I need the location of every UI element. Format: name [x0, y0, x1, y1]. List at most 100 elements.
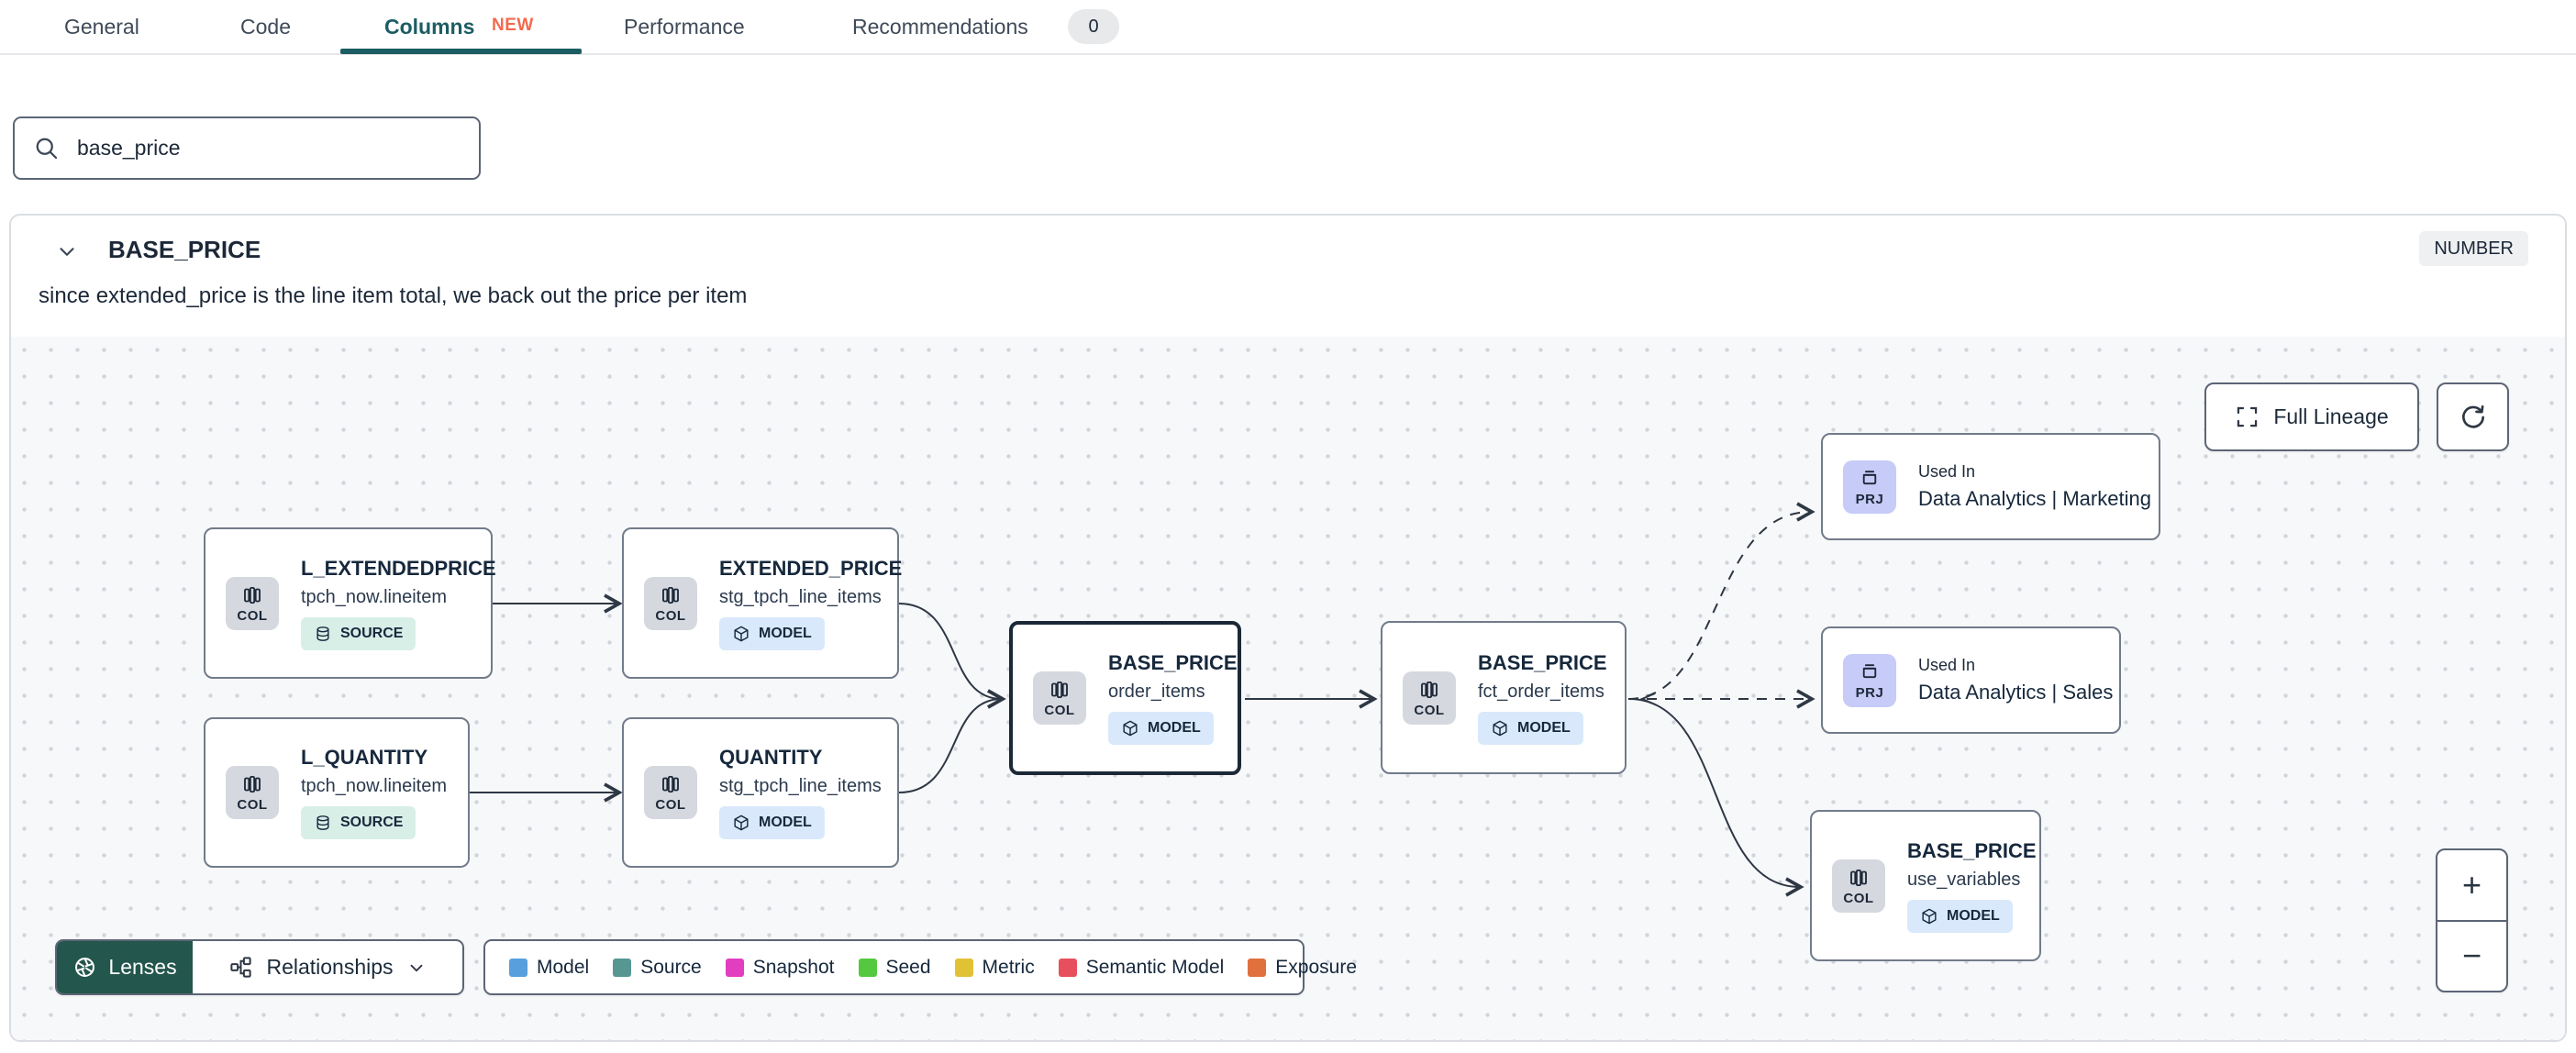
column-search[interactable] [13, 116, 481, 180]
column-chip: COL [644, 576, 697, 630]
search-input[interactable] [75, 135, 461, 161]
tab-bar: General Code Columns NEW Performance Rec… [0, 0, 2576, 55]
used-in-label: Used In [1918, 462, 1976, 481]
cube-icon [732, 814, 750, 832]
node-title: QUANTITY [719, 746, 823, 769]
resource-type-badge: MODEL [1907, 899, 2013, 933]
zoom-controls: + − [2436, 848, 2508, 992]
tab-columns[interactable]: Columns [384, 14, 475, 39]
columns-icon [659, 772, 683, 796]
lineage-node-exposure-marketing[interactable]: PRJ Used In Data Analytics | Marketing [1821, 433, 2160, 540]
legend-item-snapshot: Snapshot [725, 956, 835, 979]
full-lineage-label: Full Lineage [2273, 405, 2389, 428]
relationships-dropdown[interactable]: Relationships [193, 941, 462, 993]
legend-swatch [509, 958, 527, 977]
database-icon [314, 625, 332, 643]
cube-icon [1491, 719, 1509, 737]
resource-type-badge: MODEL [1478, 711, 1583, 745]
node-title: BASE_PRICE [1478, 650, 1607, 674]
zoom-out-button[interactable]: − [2461, 937, 2482, 975]
lineage-node-extended-price[interactable]: COL EXTENDED_PRICE stg_tpch_line_items M… [622, 527, 903, 679]
legend-item-semantic-model: Semantic Model [1058, 956, 1225, 979]
chip-label: COL [1044, 703, 1075, 718]
columns-icon [1417, 678, 1441, 702]
lineage-node-exposure-sales[interactable]: PRJ Used In Data Analytics | Sales [1821, 626, 2121, 734]
database-icon [314, 814, 332, 832]
chip-label: COL [1414, 702, 1445, 718]
relationships-label: Relationships [266, 955, 394, 979]
badge-label: SOURCE [340, 815, 404, 830]
refresh-button[interactable] [2437, 382, 2509, 451]
chip-label: PRJ [1855, 684, 1884, 701]
zoom-in-button[interactable]: + [2461, 865, 2482, 903]
lenses-button[interactable]: Lenses [57, 941, 193, 993]
columns-icon [240, 772, 264, 796]
chevron-down-icon [410, 964, 422, 971]
search-icon [36, 138, 58, 159]
resource-type-badge: SOURCE [301, 616, 416, 650]
columns-icon [240, 583, 264, 607]
full-lineage-button[interactable]: Full Lineage [2204, 382, 2419, 451]
badge-label: MODEL [1517, 719, 1571, 736]
archive-box-icon [1858, 467, 1882, 491]
lineage-node-base-price-fct-order-items[interactable]: COL BASE_PRICE fct_order_items MODEL [1381, 621, 1627, 774]
legend-label: Semantic Model [1085, 956, 1225, 978]
used-in-label: Used In [1918, 656, 1976, 674]
cube-icon [1920, 907, 1938, 926]
tab-recommendations[interactable]: Recommendations [852, 14, 1028, 39]
badge-label: MODEL [759, 625, 812, 641]
column-chip: COL [1403, 671, 1456, 725]
column-card: BASE_PRICE NUMBER since extended_price i… [9, 214, 2567, 1042]
badge-label: MODEL [1947, 907, 2000, 924]
resource-type-badge: SOURCE [301, 806, 416, 839]
legend-swatch [1248, 958, 1267, 977]
node-subtitle: order_items [1108, 682, 1205, 702]
node-title: EXTENDED_PRICE [719, 556, 903, 580]
chevron-down-icon[interactable] [55, 239, 79, 263]
legend-item-seed: Seed [858, 957, 931, 979]
legend-swatch [725, 958, 744, 977]
badge-label: MODEL [759, 815, 812, 830]
archive-box-icon [1858, 660, 1882, 684]
legend-item-exposure: Exposure [1248, 957, 1357, 979]
lenses-label: Lenses [108, 955, 177, 979]
node-subtitle: fct_order_items [1478, 681, 1604, 702]
chip-label: COL [1843, 890, 1874, 906]
columns-icon [1847, 866, 1871, 890]
lineage-node-base-price-use-variables[interactable]: COL BASE_PRICE use_variables MODEL [1810, 810, 2041, 961]
lineage-node-base-price-order-items[interactable]: COL BASE_PRICE order_items MODEL [1009, 621, 1241, 775]
legend-item-metric: Metric [954, 956, 1035, 979]
columns-icon [659, 583, 683, 607]
legend-label: Source [640, 956, 702, 978]
legend-item-model: Model [509, 957, 589, 979]
node-subtitle: stg_tpch_line_items [719, 776, 882, 796]
refresh-icon [2461, 405, 2484, 428]
lineage-canvas[interactable]: COL L_EXTENDEDPRICE tpch_now.lineitem SO… [11, 337, 2565, 1040]
cube-icon [1121, 719, 1139, 737]
tab-performance[interactable]: Performance [624, 14, 745, 39]
legend-label: Snapshot [752, 956, 835, 978]
lineage-node-l-quantity[interactable]: COL L_QUANTITY tpch_now.lineitem SOURCE [204, 717, 470, 868]
column-chip: COL [226, 766, 279, 819]
aperture-icon [75, 958, 95, 977]
legend-swatch [613, 958, 632, 977]
lineage-node-quantity[interactable]: COL QUANTITY stg_tpch_line_items MODEL [622, 717, 899, 868]
tab-code[interactable]: Code [240, 14, 291, 39]
project-chip: PRJ [1843, 460, 1896, 514]
node-subtitle: stg_tpch_line_items [719, 586, 882, 607]
lineage-edges [470, 502, 1815, 897]
column-name: BASE_PRICE [108, 236, 261, 263]
badge-label: MODEL [1148, 720, 1201, 736]
legend-label: Metric [982, 956, 1035, 978]
chip-label: COL [655, 607, 686, 624]
node-subtitle: tpch_now.lineitem [301, 776, 447, 796]
chip-label: COL [655, 797, 686, 813]
tab-columns-new-badge: NEW [492, 16, 534, 35]
tab-general[interactable]: General [64, 14, 139, 39]
resource-legend: Model Source Snapshot Seed Metric [483, 939, 1357, 995]
legend-swatch [1058, 958, 1077, 977]
legend-label: Model [537, 956, 590, 978]
node-title: L_QUANTITY [301, 746, 428, 769]
lineage-node-l-extendedprice[interactable]: COL L_EXTENDEDPRICE tpch_now.lineitem SO… [204, 527, 496, 679]
